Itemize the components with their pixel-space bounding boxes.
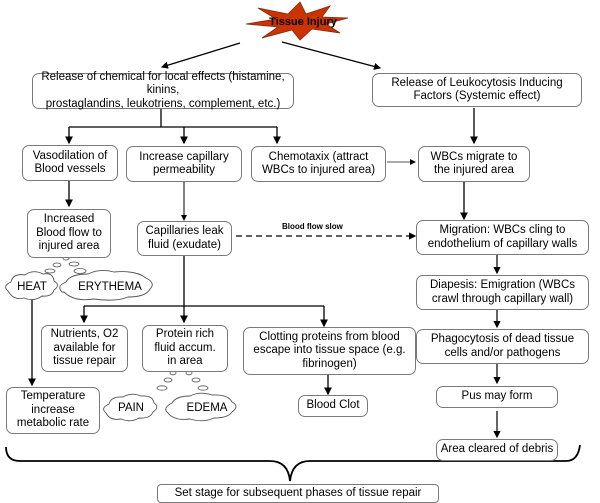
capillaries-leak-box: Capillaries leak fluid (exudate)	[137, 221, 232, 256]
erythema-cloud-icon	[59, 269, 153, 301]
phagocytosis-box: Phagocytosis of dead tissue cells and/or…	[416, 329, 589, 364]
systemic-release-box: Release of Leukocytosis Inducing Factors…	[372, 73, 582, 107]
nutrients-box: Nutrients, O2 available for tissue repai…	[41, 325, 128, 372]
tissue-injury-label: Tissue Injury	[269, 16, 337, 28]
migration-box: Migration: WBCs cling to endothelium of …	[416, 220, 589, 255]
final-stage-box: Set stage for subsequent phases of tissu…	[157, 484, 439, 503]
heat-cloud-icon	[5, 271, 58, 301]
pus-box: Pus may form	[436, 386, 558, 408]
edema-cloud-icon	[165, 392, 237, 422]
arrow-root-to-local	[160, 42, 241, 69]
local-release-branches	[65, 108, 281, 145]
blood-clot-box: Blood Clot	[298, 395, 368, 417]
wbc-migrate-box: WBCs migrate to the injured area	[418, 146, 530, 182]
pain-label: PAIN	[118, 402, 144, 414]
thought-bubbles-erythema	[44, 255, 87, 274]
edema-label: EDEMA	[186, 402, 228, 414]
increased-blood-flow-box: Increased Blood flow to injured area	[27, 209, 111, 258]
blood-flow-slow-label: Blood flow slow	[282, 222, 343, 231]
leak-branches	[80, 255, 328, 328]
arrow-root-to-systemic	[281, 41, 382, 70]
area-cleared-box: Area cleared of debris	[436, 439, 558, 461]
vasodilation-box: Vasodilation of Blood vessels	[22, 145, 118, 181]
chemotaxix-box: Chemotaxix (attract WBCs to injured area…	[251, 146, 386, 182]
pain-cloud-icon	[103, 393, 158, 422]
thought-bubbles-pain	[156, 370, 209, 391]
temperature-box: Temperature increase metabolic rate	[6, 387, 100, 434]
protein-rich-box: Protein rich fluid accum. in area	[142, 325, 228, 372]
diapesis-box: Diapesis: Emigration (WBCs crawl through…	[416, 275, 589, 310]
local-release-box: Release of chemical for local effects (h…	[32, 71, 294, 110]
capillary-permeability-box: Increase capillary permeability	[126, 146, 242, 182]
summary-brace	[5, 444, 581, 482]
heat-label: HEAT	[17, 281, 47, 293]
tissue-injury-burst-icon	[245, 1, 349, 41]
erythema-label: ERYTHEMA	[78, 281, 142, 293]
clotting-proteins-box: Clotting proteins from blood escape into…	[243, 327, 416, 375]
